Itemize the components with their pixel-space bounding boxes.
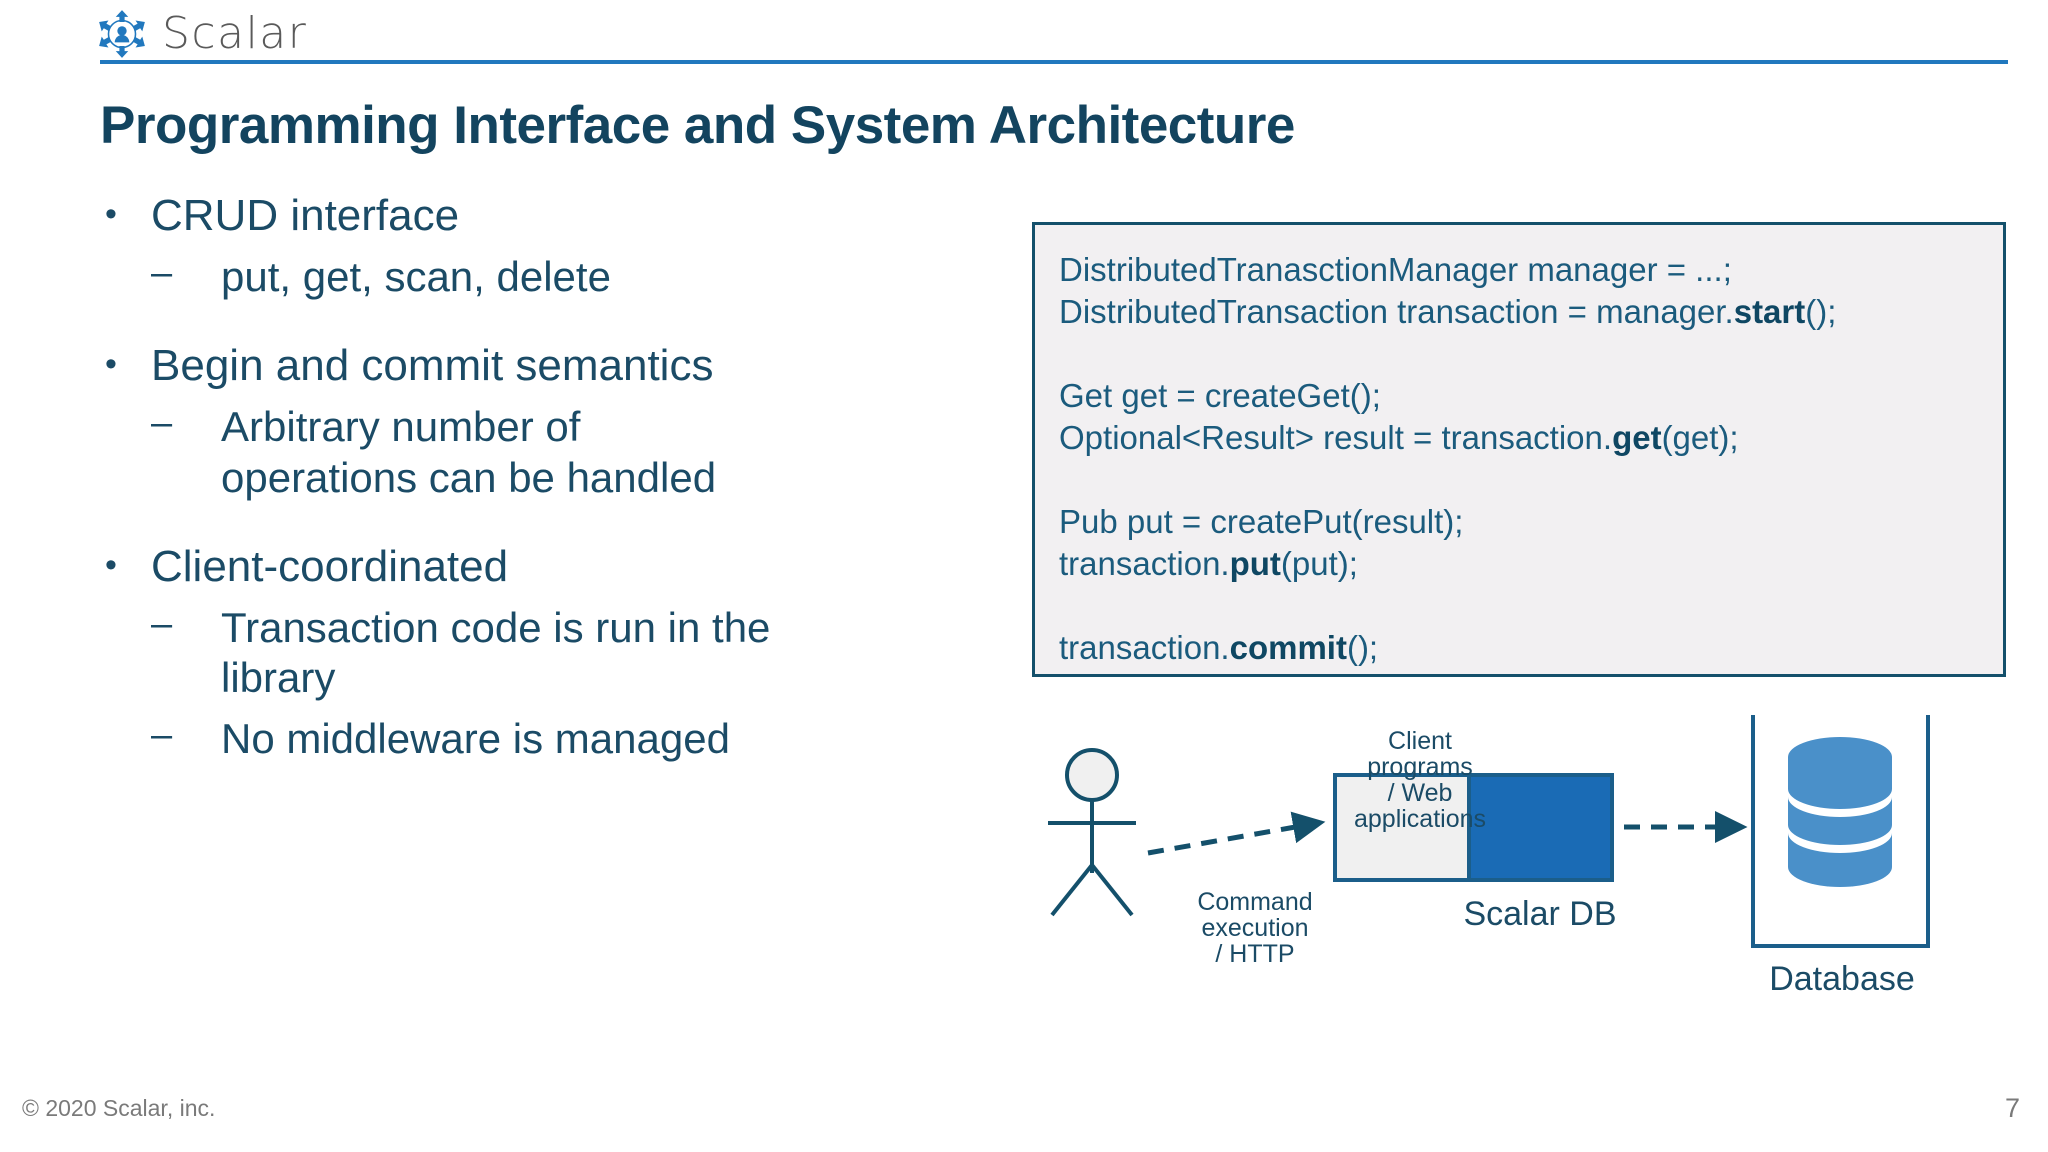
page-title: Programming Interface and System Archite…	[100, 96, 1295, 155]
footer-page-number: 7	[2004, 1093, 2020, 1123]
client-programs-caption: Client programs / Web applications	[1300, 728, 1540, 832]
scalar-db-label: Scalar DB	[1463, 895, 1616, 933]
sub-bullet-label: Arbitrary number of operations can be ha…	[221, 403, 717, 501]
bullet-group: • Client-coordinated – Transaction code …	[105, 541, 1005, 764]
bullet-group: • CRUD interface – put, get, scan, delet…	[105, 190, 1005, 302]
caption-line: Client	[1388, 727, 1452, 755]
code-line-blank	[1059, 459, 2003, 501]
code-line: transaction.put(put);	[1059, 545, 1358, 582]
sub-bullet-item: – Transaction code is run in the library	[151, 603, 1005, 704]
header-divider	[100, 60, 2008, 64]
bullet-label: Begin and commit semantics	[151, 341, 714, 391]
sub-bullet-label: No middleware is managed	[221, 714, 730, 762]
code-line: transaction.commit();	[1059, 629, 1379, 666]
dash-marker-icon: –	[151, 713, 173, 756]
architecture-diagram: Client programs / Web Command execution …	[1030, 715, 2040, 1075]
sub-bullet-item: – Arbitrary number of operations can be …	[151, 402, 1005, 503]
sub-bullet-label: Transaction code is run in the library	[221, 603, 771, 702]
brand-wordmark: Scalar	[162, 8, 308, 59]
dash-marker-icon: –	[151, 402, 173, 445]
caption-line: / Web	[1387, 779, 1453, 807]
code-line: Pub put = createPut(result);	[1059, 503, 1464, 540]
bullet-label: CRUD interface	[151, 191, 460, 240]
database-cylinder-icon	[1788, 737, 1892, 887]
scalar-db-box	[1333, 773, 1614, 882]
code-line-blank	[1059, 333, 2003, 375]
code-lines: DistributedTranasctionManager manager = …	[1035, 225, 2003, 669]
svg-text:/ HTTP: / HTTP	[1215, 940, 1294, 968]
sub-bullet-label: put, get, scan, delete	[221, 252, 611, 300]
bullet-marker-icon: •	[105, 195, 117, 233]
sub-bullet-item: – No middleware is managed	[151, 714, 1005, 764]
bullet-marker-icon: •	[105, 345, 117, 384]
caption-line: applications	[1353, 805, 1487, 833]
brand-header: Scalar	[96, 8, 307, 60]
bullet-label: Client-coordinated	[151, 541, 509, 591]
footer-copyright: © 2020 Scalar, inc.	[22, 1095, 216, 1121]
svg-text:execution: execution	[1201, 914, 1308, 942]
bullet-list: • CRUD interface – put, get, scan, delet…	[105, 190, 1005, 802]
bullet-item-begin-commit: • Begin and commit semantics	[105, 340, 1005, 392]
bullet-item-crud: • CRUD interface	[105, 190, 1005, 242]
code-line: Get get = createGet();	[1059, 377, 1381, 414]
bullet-marker-icon: •	[105, 545, 117, 584]
sub-bullet-item: – put, get, scan, delete	[151, 252, 1005, 302]
svg-text:Command: Command	[1197, 888, 1312, 916]
code-line: DistributedTransaction transaction = man…	[1059, 293, 1837, 330]
code-line-blank	[1059, 585, 2003, 627]
caption-line: programs	[1367, 753, 1473, 781]
dash-marker-icon: –	[151, 251, 173, 294]
bullet-group: • Begin and commit semantics – Arbitrary…	[105, 340, 1005, 503]
dash-marker-icon: –	[151, 602, 173, 645]
code-sample-panel: DistributedTranasctionManager manager = …	[1032, 222, 2006, 677]
code-line: DistributedTranasctionManager manager = …	[1059, 251, 1732, 288]
scalar-hexagon-logo-icon	[96, 8, 148, 60]
database-label: Database	[1769, 960, 1915, 998]
stick-figure-actor-icon	[1048, 748, 1136, 917]
command-execution-label: Command execution / HTTP	[1197, 888, 1312, 968]
dashed-arrow-icon	[1147, 811, 1326, 856]
code-line: Optional<Result> result = transaction.ge…	[1059, 419, 1739, 456]
bullet-item-client-coordinated: • Client-coordinated	[105, 541, 1005, 593]
